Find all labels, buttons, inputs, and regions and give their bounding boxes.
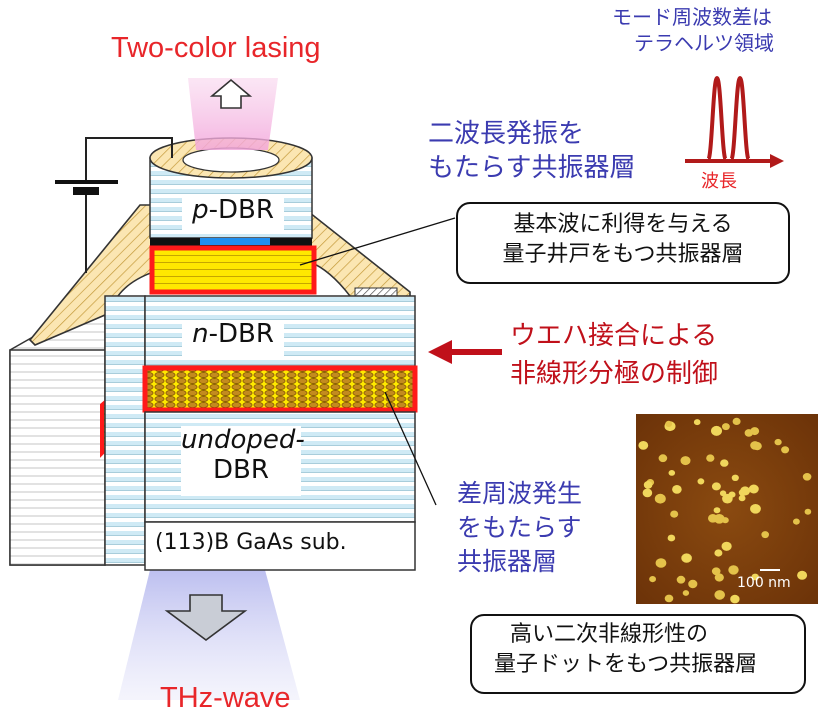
quantum-dot (751, 573, 759, 581)
quantum-dot (711, 567, 721, 576)
left-front-face (9, 349, 106, 566)
quantum-dot (682, 590, 690, 596)
n-dbr-label: n-DBR (182, 319, 284, 356)
afm-surface (636, 414, 818, 604)
quantum-dot (655, 558, 667, 568)
quantum-dot (642, 488, 653, 498)
lower-cavity-label-line2: をもたらす (457, 513, 582, 542)
quantum-dot (731, 474, 739, 481)
afm-image (636, 414, 818, 604)
quantum-dot (668, 470, 676, 476)
qw-leader-line (299, 217, 456, 266)
qd-callout-line2: 量子ドットをもつ共振器層 (494, 651, 758, 677)
quantum-dot (670, 510, 679, 518)
quantum-dot (658, 454, 668, 463)
title-two-color-lasing: Two-color lasing (111, 32, 321, 64)
undoped-dbr-label: undoped-DBR (181, 425, 305, 496)
qw-cavity-layer (149, 245, 317, 295)
quantum-dot (728, 565, 739, 575)
title-thz-wave: THz-wave (160, 682, 291, 714)
quantum-dot (797, 570, 808, 580)
qw-callout-line1: 基本波に利得を与える (513, 212, 733, 237)
quantum-dot (643, 481, 653, 489)
quantum-dot (750, 504, 761, 514)
quantum-dot (714, 590, 725, 600)
quantum-dot (711, 482, 721, 491)
quantum-dot (802, 473, 812, 481)
qw-cavity-callout: 基本波に利得を与える 量子井戸をもつ共振器層 (456, 202, 790, 284)
quantum-dot (681, 553, 692, 563)
quantum-dot (693, 419, 701, 426)
quantum-dot (720, 459, 729, 467)
two-color-beam (188, 78, 278, 150)
quantum-dot (688, 579, 698, 589)
quantum-dot (774, 438, 782, 446)
quantum-dot (781, 446, 790, 454)
spectrum-note-line1: モード周波数差は (612, 5, 772, 29)
quantum-dot (730, 594, 740, 604)
quantum-dot (748, 484, 759, 494)
quantum-dot (706, 454, 715, 462)
wavelength-axis-label: 波長 (701, 171, 737, 192)
spectrum-note-line2: テラヘルツ領域 (634, 31, 774, 55)
quantum-dot (714, 549, 723, 557)
lower-cavity-label-line3: 共振器層 (457, 547, 558, 576)
upper-cavity-label-line1: 二波長発振を (428, 119, 585, 149)
quantum-dot (714, 573, 724, 582)
upper-cavity-label-line2: もたらす共振器層 (428, 153, 636, 183)
down-arrow-icon (164, 594, 248, 641)
quantum-dot (697, 478, 705, 485)
quantum-dot (750, 441, 760, 450)
quantum-dot (740, 486, 751, 496)
quantum-dot (672, 485, 682, 494)
quantum-dot (793, 518, 800, 525)
quantum-dot (680, 456, 691, 466)
quantum-dot (744, 429, 753, 437)
bond-arrowhead (428, 340, 452, 364)
quantum-dot (711, 425, 722, 436)
qd-callout-line1: 高い二次非線形性の (510, 622, 709, 647)
quantum-dot (804, 508, 812, 515)
quantum-dot (761, 531, 769, 539)
substrate-block (144, 521, 416, 571)
quantum-dot (667, 534, 676, 542)
substrate-label: (113)B GaAs sub. (155, 530, 347, 555)
wafer-bonding-line2: 非線形分極の制御 (510, 359, 719, 389)
bias-wire (85, 137, 173, 273)
main-block-side (104, 295, 146, 566)
spectrum-peak-2 (729, 75, 751, 162)
spectrum-peak-1 (706, 75, 728, 162)
quantum-dot (721, 541, 732, 551)
quantum-dot (664, 594, 674, 603)
up-arrow-icon (209, 78, 253, 109)
qd-cavity-callout: 高い二次非線形性の 量子ドットをもつ共振器層 (470, 614, 806, 694)
quantum-dot (738, 495, 746, 502)
afm-scale-label: 100 nm (737, 575, 791, 591)
wafer-bonding-line1: ウエハ接合による (510, 321, 718, 351)
battery-short-plate (73, 187, 99, 195)
quantum-dot (665, 420, 673, 427)
quantum-dot (722, 493, 733, 504)
qd-leader-line (384, 391, 437, 506)
quantum-dot (638, 441, 649, 450)
blue-aperture (200, 238, 270, 245)
top-ring-hole (182, 147, 280, 173)
quantum-dot (732, 417, 741, 425)
p-dbr-label: p-DBR (182, 195, 284, 232)
quantum-dot (713, 514, 725, 524)
qw-callout-line2: 量子井戸をもつ共振器層 (502, 241, 744, 267)
lower-cavity-label-line1: 差周波発生 (457, 479, 583, 508)
quantum-dot (722, 423, 730, 431)
qd-cavity-layer (142, 365, 418, 413)
quantum-dot (649, 576, 656, 583)
spectrum-arrowhead (770, 154, 784, 168)
quantum-dot (654, 493, 666, 504)
quantum-dot (713, 507, 721, 514)
quantum-dot (676, 575, 686, 584)
